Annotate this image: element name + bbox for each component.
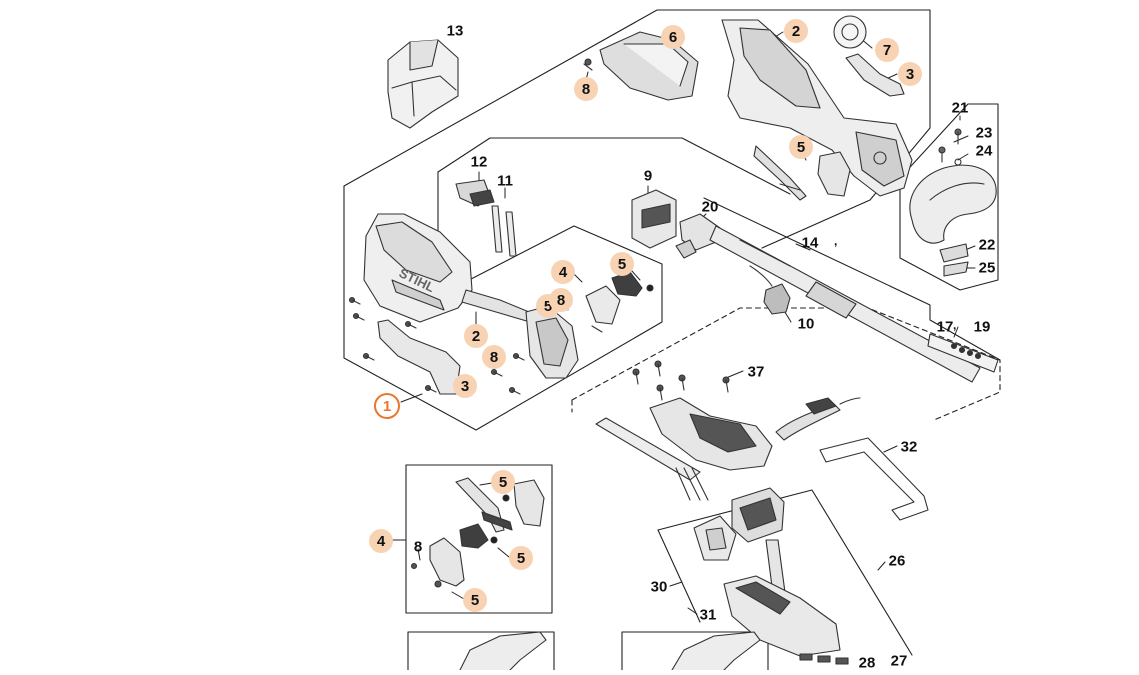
callout-11[interactable]: 11 [497, 172, 513, 190]
callout-2[interactable]: 2 [784, 19, 808, 43]
callout-2[interactable]: 2 [464, 324, 488, 348]
callout-9[interactable]: 9 [643, 167, 653, 185]
part-2-main-housing: STIHL [363, 213, 535, 323]
part-32-bracket [819, 437, 929, 521]
parts: STIHL [348, 15, 999, 671]
callout-13[interactable]: 13 [446, 22, 464, 40]
part-lower-shaft [595, 397, 773, 501]
part-30-31 [693, 515, 737, 561]
tick-mark: , [953, 318, 957, 332]
part-6-cap [599, 31, 699, 101]
callout-32[interactable]: 32 [900, 438, 918, 456]
callout-23[interactable]: 23 [975, 124, 993, 142]
part-loop-handle [775, 397, 861, 441]
callout-19[interactable]: 19 [973, 318, 991, 336]
part-5-switch-middle [585, 271, 654, 333]
callout-8[interactable]: 8 [574, 77, 598, 101]
callout-4[interactable]: 4 [369, 529, 393, 553]
callout-3[interactable]: 3 [898, 62, 922, 86]
callout-7[interactable]: 7 [875, 38, 899, 62]
callout-37[interactable]: 37 [747, 363, 765, 381]
part-7-gasket [833, 15, 867, 49]
part-14-shaft [709, 225, 981, 383]
spare-kit-parts [410, 477, 545, 588]
callout-28[interactable]: 28 [858, 654, 876, 672]
part-21-handle [909, 128, 997, 277]
part-12-clip [455, 179, 495, 207]
part-27-28 [799, 653, 849, 665]
callout-14[interactable]: 14 [801, 234, 819, 252]
thumb-right [671, 631, 761, 671]
callout-1-selected[interactable]: 1 [374, 393, 400, 419]
callout-17[interactable]: 17 [936, 318, 954, 336]
callout-10[interactable]: 10 [797, 315, 815, 333]
callout-4[interactable]: 4 [551, 260, 575, 284]
callout-30[interactable]: 30 [650, 578, 668, 596]
callout-5[interactable]: 5 [509, 546, 533, 570]
group-frames [343, 9, 1001, 671]
callout-3[interactable]: 3 [453, 374, 477, 398]
callout-5[interactable]: 5 [463, 588, 487, 612]
callout-8[interactable]: 8 [549, 288, 573, 312]
callout-6[interactable]: 6 [661, 25, 685, 49]
part-3-strip-top [845, 53, 905, 97]
callout-25[interactable]: 25 [978, 259, 996, 277]
part-8-screw-top [583, 58, 593, 71]
callout-24[interactable]: 24 [975, 142, 993, 160]
callout-8[interactable]: 8 [413, 538, 423, 556]
callout-21[interactable]: 21 [951, 99, 969, 117]
part-2-housing-top [721, 19, 913, 197]
callout-8[interactable]: 8 [482, 345, 506, 369]
callout-12[interactable]: 12 [470, 153, 488, 171]
callout-26[interactable]: 26 [888, 552, 906, 570]
part-26-motor [723, 487, 841, 657]
part-13-cover [387, 39, 459, 129]
callout-5[interactable]: 5 [789, 135, 813, 159]
part-11-tubes [491, 205, 517, 257]
callout-31[interactable]: 31 [699, 606, 717, 624]
thumb-left [459, 631, 547, 671]
part-17-label [927, 333, 999, 373]
callout-22[interactable]: 22 [978, 236, 996, 254]
part-9-block [631, 189, 677, 249]
screws-housing [348, 296, 525, 395]
screws-37 [632, 360, 730, 401]
part-4-switch-cover [525, 305, 579, 379]
callout-20[interactable]: 20 [701, 198, 719, 216]
callout-5[interactable]: 5 [491, 470, 515, 494]
part-5-switch-top [753, 145, 851, 201]
part-10-connector [749, 265, 791, 315]
callout-27[interactable]: 27 [890, 652, 908, 670]
tick-mark: , [834, 234, 838, 248]
callout-5[interactable]: 5 [610, 252, 634, 276]
